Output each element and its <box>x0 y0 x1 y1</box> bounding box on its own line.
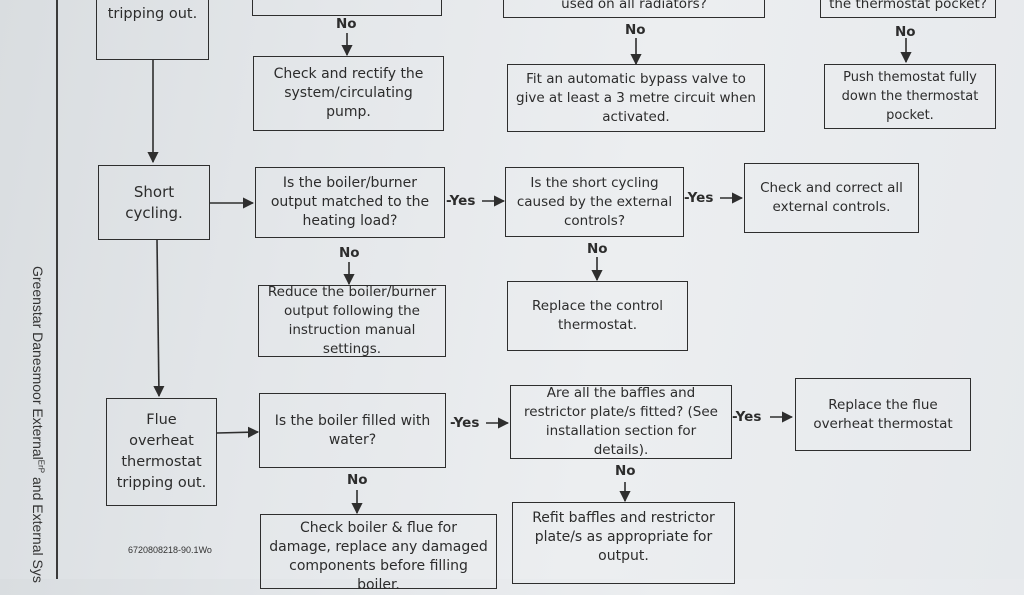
box-check-controls: Check and correct all external controls. <box>744 163 919 233</box>
label-no-top-right: No <box>895 24 916 40</box>
label-no-baffles: No <box>615 463 636 479</box>
box-check-pump: Check and rectify the system/circulating… <box>253 56 444 131</box>
box-filled-water: Is the boiler filled with water? <box>259 393 446 468</box>
label-no-external: No <box>587 241 608 257</box>
label-no-output: No <box>339 245 360 261</box>
figure-code: 6720808218-90.1Wo <box>128 545 212 555</box>
arrow-short-to-flue <box>153 239 165 398</box>
box-replace-control: Replace the control thermostat. <box>507 281 688 351</box>
box-tripping-out: tripping out. <box>96 0 209 60</box>
page-edge-line <box>56 0 58 579</box>
box-check-damage: Check boiler & flue for damage, replace … <box>260 514 497 593</box>
label-yes-external: -Yes <box>684 190 714 206</box>
label-yes-output: -Yes <box>446 193 476 209</box>
box-short-cycling: Short cycling. <box>98 165 210 240</box>
box-top-mid-partial: used on all radiators? <box>503 0 765 18</box>
box-push-thermostat: Push themostat fully down the thermostat… <box>824 64 996 129</box>
arrow-flue-to-water <box>216 426 260 438</box>
label-yes-baffles: -Yes <box>732 409 762 425</box>
label-no-water: No <box>347 472 368 488</box>
box-external-controls-question: Is the short cycling caused by the exter… <box>505 167 684 237</box>
box-bypass-valve: Fit an automatic bypass valve to give at… <box>507 64 765 132</box>
box-baffles-question: Are all the baffles and restrictor plate… <box>510 385 732 459</box>
box-replace-flue: Replace the flue overheat thermostat <box>795 378 971 451</box>
box-output-matched: Is the boiler/burner output matched to t… <box>255 167 445 238</box>
box-top-right-partial: the thermostat pocket? <box>820 0 996 18</box>
box-refit-baffles: Refit baffles and restrictor plate/s as … <box>512 502 735 584</box>
label-yes-water: -Yes <box>450 415 480 431</box>
label-no-top-left: No <box>336 16 357 32</box>
box-top-left-partial <box>252 0 442 16</box>
box-flue-overheat: Flue overheat thermostat tripping out. <box>106 398 217 506</box>
box-reduce-output: Reduce the boiler/burner output followin… <box>258 284 446 357</box>
connector-lines <box>147 33 912 515</box>
label-no-top-mid: No <box>625 22 646 38</box>
